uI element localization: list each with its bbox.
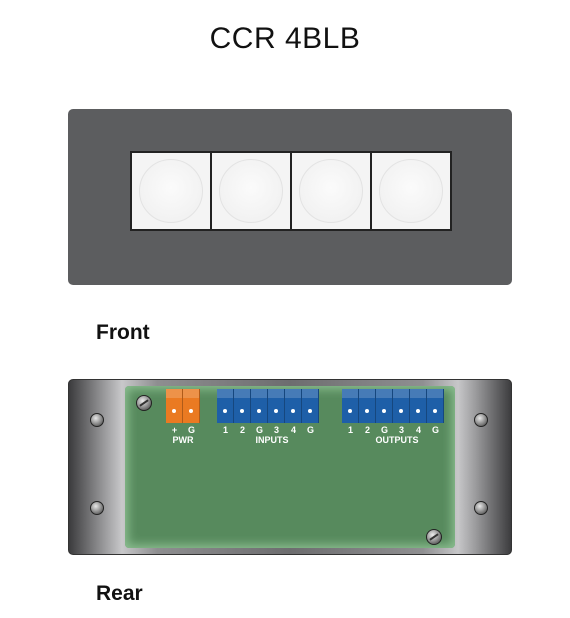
pcb-screw-bottom-right [426,529,442,545]
output-terminal [410,389,427,423]
pwr-terminal-ground [183,389,200,423]
front-button-2 [211,152,291,230]
input-pin-label: 1 [222,425,228,435]
input-terminal [302,389,319,423]
rear-label: Rear [96,582,143,605]
input-pin-label: 2 [239,425,245,435]
output-pin-label: G [380,425,388,435]
output-terminal [342,389,359,423]
output-pin-label: 4 [415,425,421,435]
pwr-pin-labels: + G [166,425,200,435]
panel-screw-top-left [90,413,104,427]
output-terminal [393,389,410,423]
inputs-pin-labels: 1 2 G 3 4 G [217,425,319,435]
device-title: CCR 4BLB [209,22,361,55]
input-pin-label: G [255,425,263,435]
output-terminal [427,389,444,423]
pwr-pin-label: + [171,425,178,435]
input-pin-label: 4 [290,425,296,435]
input-pin-label: G [306,425,314,435]
front-button-1 [131,152,211,230]
input-terminal [285,389,302,423]
output-pin-label: G [431,425,439,435]
outputs-pin-labels: 1 2 G 3 4 G [342,425,444,435]
pwr-label: PWR [172,435,194,445]
outputs-terminal-block [342,389,444,423]
output-pin-label: 1 [347,425,353,435]
front-button-row [130,151,452,231]
input-terminal [217,389,234,423]
output-terminal [376,389,393,423]
pwr-terminal-plus [166,389,183,423]
outputs-label: OUTPUTS [375,435,419,445]
panel-screw-bottom-right [474,501,488,515]
panel-screw-top-right [474,413,488,427]
panel-screw-bottom-left [90,501,104,515]
front-button-4 [371,152,451,230]
input-terminal [251,389,268,423]
inputs-label: INPUTS [255,435,289,445]
input-terminal [268,389,285,423]
input-terminal [234,389,251,423]
pwr-terminal-block [166,389,200,423]
pcb-screw-top-left [136,395,152,411]
inputs-terminal-block [217,389,319,423]
pwr-pin-label: G [187,425,195,435]
output-terminal [359,389,376,423]
front-button-3 [291,152,371,230]
output-pin-label: 3 [398,425,404,435]
input-pin-label: 3 [273,425,279,435]
front-label: Front [96,321,150,344]
output-pin-label: 2 [364,425,370,435]
